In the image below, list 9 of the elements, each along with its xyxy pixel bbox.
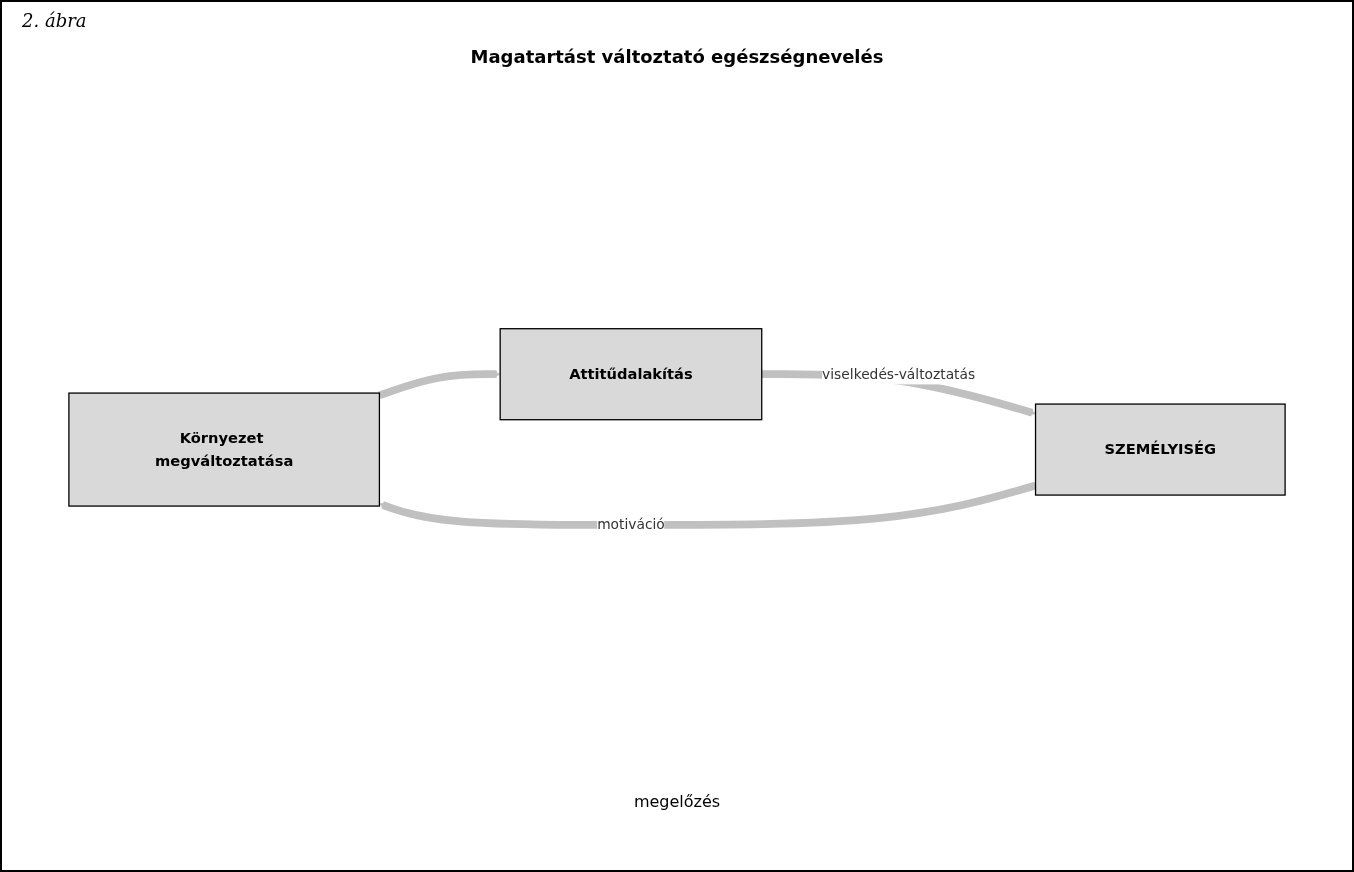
node-box: Attitűdalakítás (499, 328, 763, 421)
node-box: Környezet megváltoztatása (68, 392, 381, 507)
node-box: SZEMÉLYISÉG (1034, 403, 1286, 496)
edge-label: motiváció (597, 516, 665, 533)
figure-number: 2. ábra (22, 10, 87, 31)
arrow (378, 370, 501, 399)
edge-note: megelőzés (633, 792, 721, 811)
diagram-title: Magatartást változtató egészségnevelés (470, 46, 884, 67)
edge-label: viselkedés-változtatás (822, 365, 976, 382)
